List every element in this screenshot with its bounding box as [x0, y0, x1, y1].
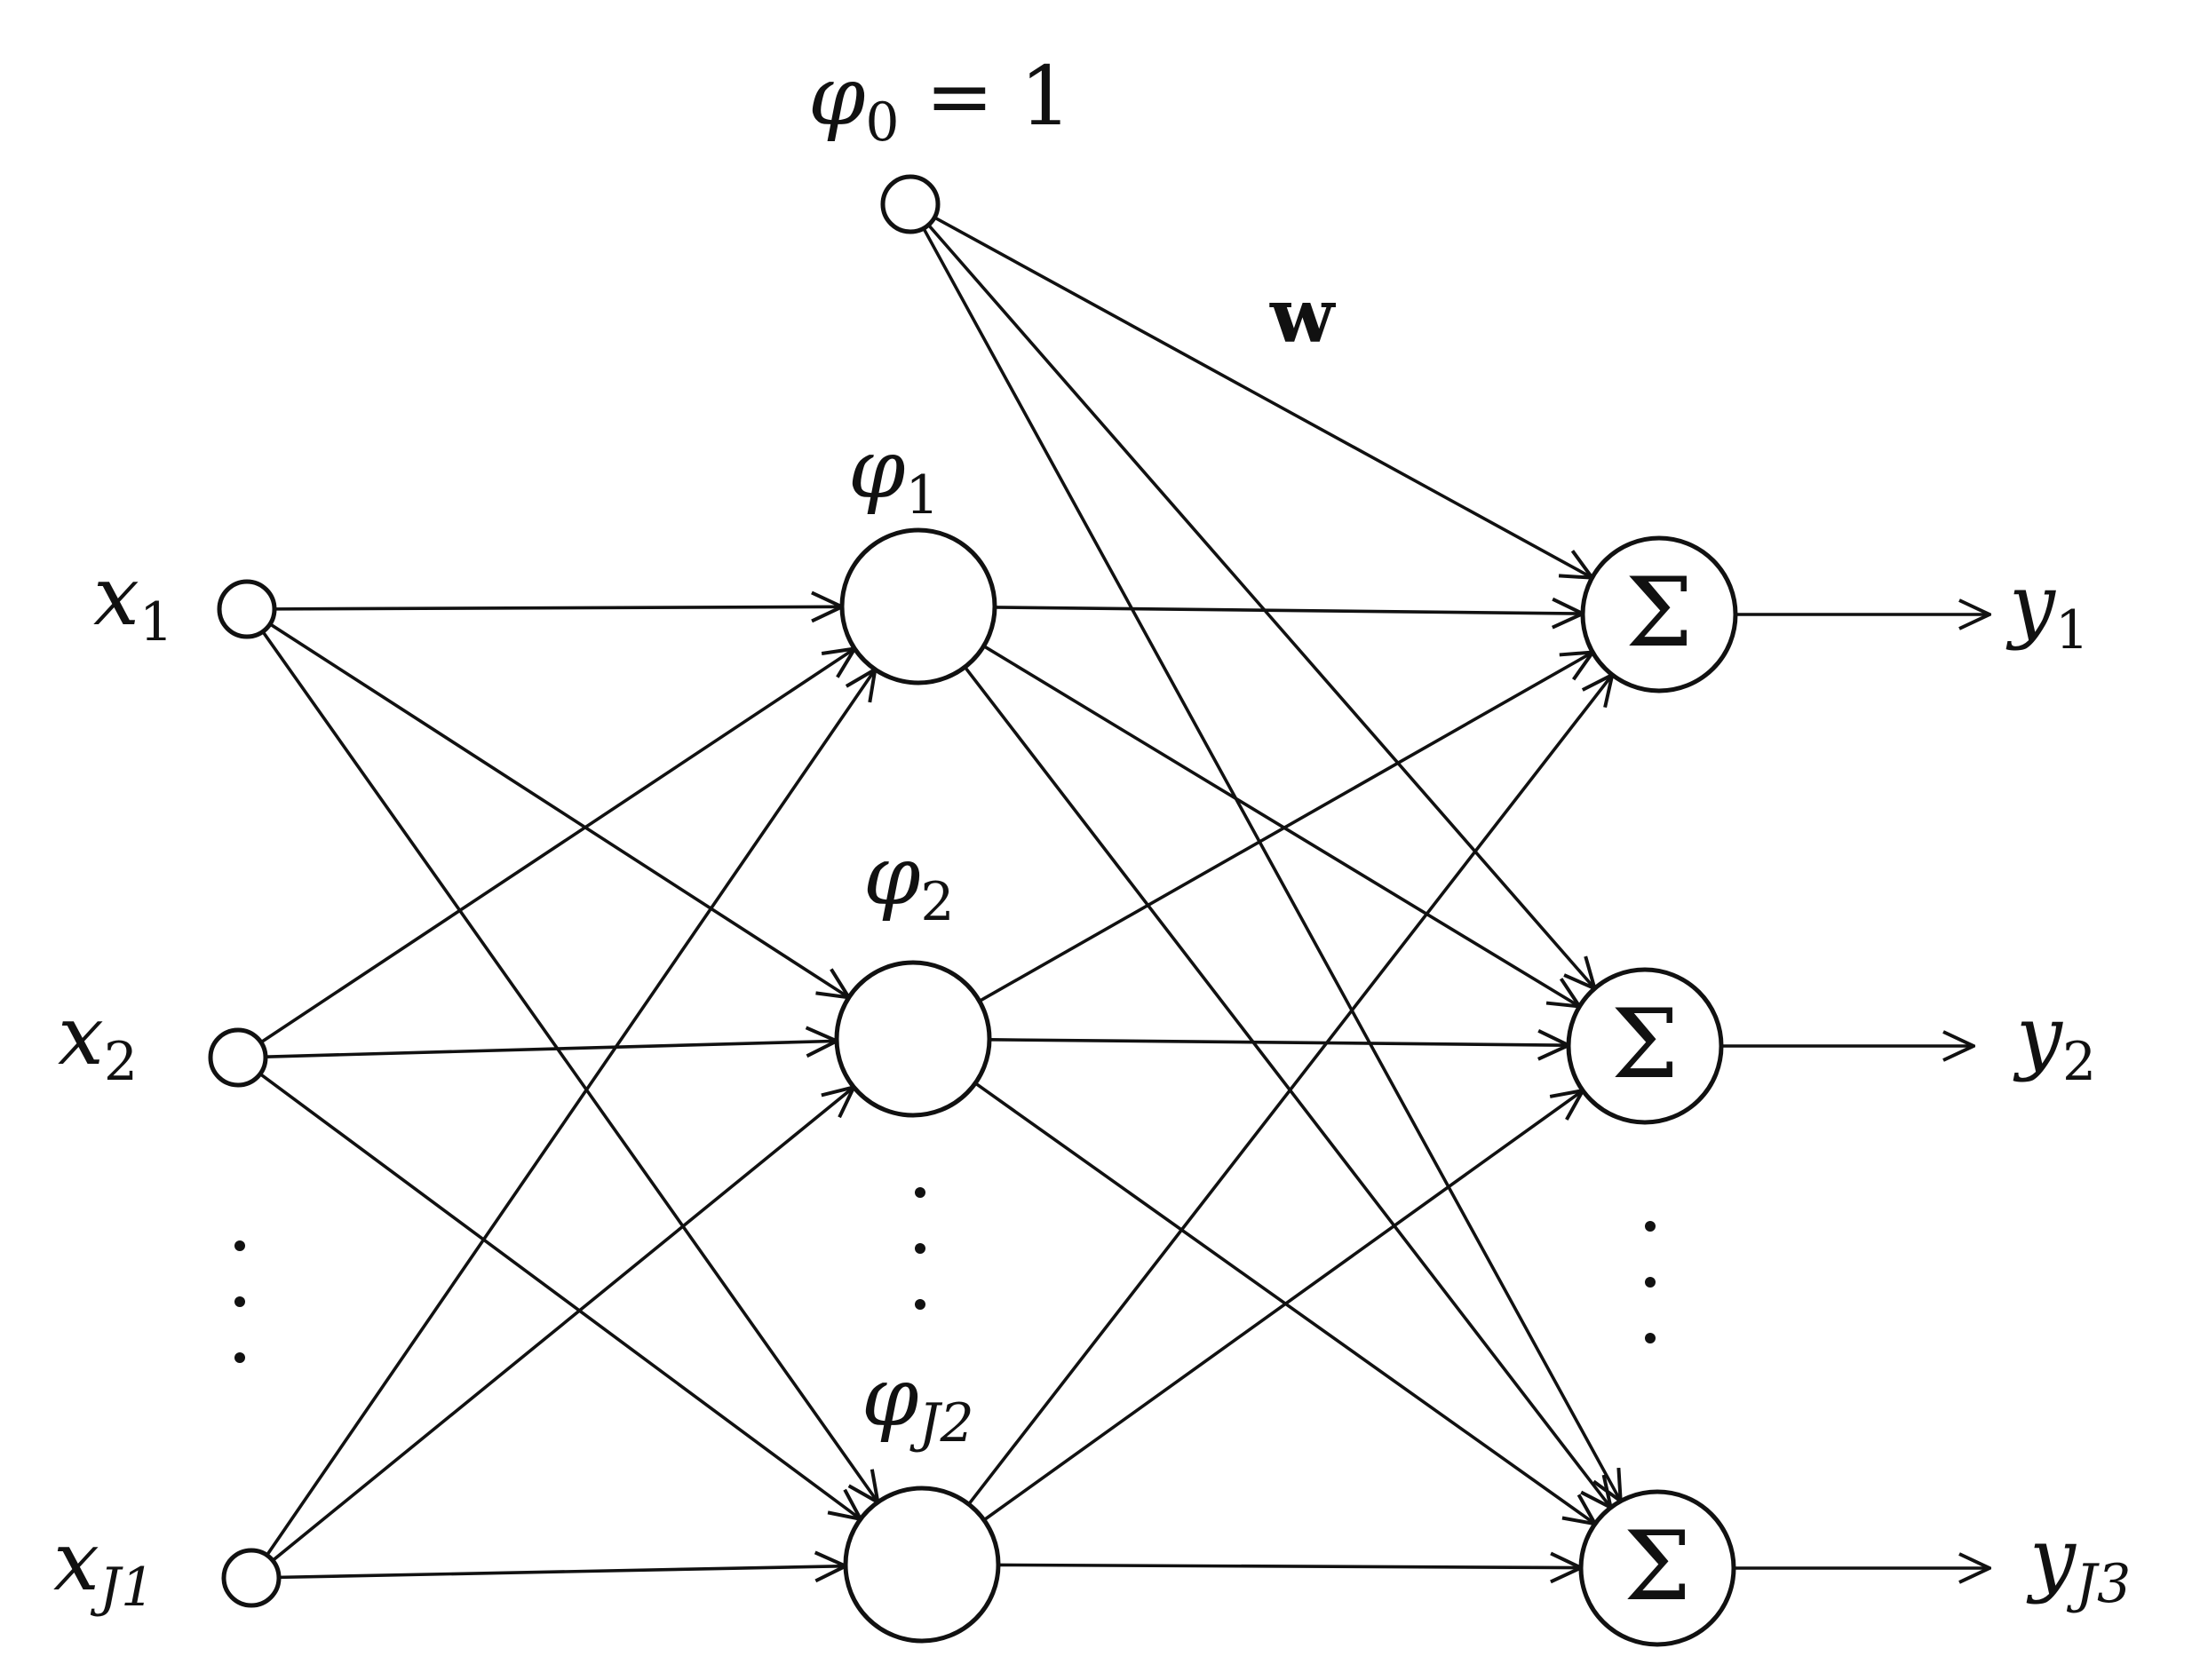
hidden-label-j2: φJ2: [862, 1350, 974, 1454]
edges-layer: [258, 216, 1621, 1578]
edge-bias-sum3: [922, 227, 1621, 1501]
edge-input3-hidden1: [266, 670, 876, 1557]
edge-hidden1-sum2: [982, 644, 1580, 1007]
edge-input1-hidden3: [261, 630, 878, 1502]
output-label-2: y2: [2013, 988, 2096, 1093]
input-node-1: [217, 579, 277, 639]
hidden-ellipsis: [915, 1187, 925, 1310]
hidden-label-2: φ2: [863, 828, 955, 933]
bias-label: φ0 = 1: [808, 49, 1072, 154]
sum-node-j3: [1578, 1489, 1736, 1647]
sum-symbol-1: Σ: [1625, 558, 1693, 669]
edge-input3-hidden2: [271, 1087, 854, 1562]
output-label-1: y1: [2005, 557, 2089, 662]
bias-node: [880, 174, 941, 234]
sum-node-1: [1580, 535, 1738, 693]
hidden-node-j2: [843, 1486, 1001, 1644]
edge-hidden3-sum2: [982, 1090, 1583, 1522]
edge-input1-hidden1: [274, 606, 842, 609]
input-node-j1: [221, 1548, 282, 1608]
output-ellipsis: [1645, 1221, 1656, 1343]
input-ellipsis: [234, 1240, 245, 1363]
edge-bias-sum1: [933, 216, 1592, 578]
sum-node-2: [1566, 967, 1724, 1125]
input-label-j1: xJ1: [53, 1514, 155, 1619]
hidden-label-1: φ1: [848, 422, 940, 527]
input-label-1: x1: [93, 549, 173, 654]
edge-hidden1-sum3: [963, 666, 1610, 1508]
hidden-node-1: [839, 527, 997, 685]
edge-input2-hidden1: [259, 649, 854, 1044]
output-arrows-layer: [1721, 614, 1989, 1568]
edge-hidden3-sum1: [967, 675, 1613, 1506]
edge-hidden3-sum3: [997, 1565, 1581, 1567]
edge-hidden1-sum1: [994, 607, 1583, 614]
sum-symbol-j3: Σ: [1624, 1511, 1691, 1622]
edge-input3-hidden3: [278, 1566, 846, 1578]
edge-input1-hidden2: [269, 622, 849, 998]
input-label-2: x2: [58, 988, 138, 1093]
weight-label: w: [1269, 272, 1336, 360]
edge-input2-hidden2: [265, 1041, 837, 1058]
edge-hidden2-sum1: [978, 653, 1593, 1003]
sum-symbol-2: Σ: [1611, 989, 1679, 1100]
edge-bias-sum2: [927, 224, 1594, 988]
output-label-j3: yJ3: [2026, 1510, 2131, 1615]
input-node-2: [208, 1027, 268, 1088]
edge-input2-hidden3: [258, 1073, 861, 1518]
hidden-node-2: [834, 960, 992, 1118]
edge-hidden2-sum2: [989, 1040, 1569, 1045]
